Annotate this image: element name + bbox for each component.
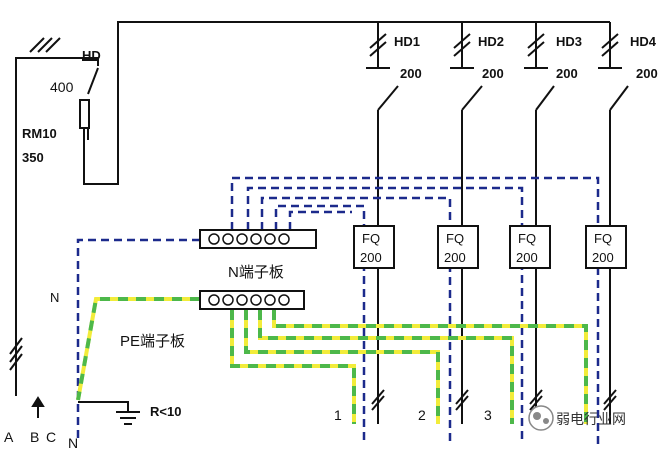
watermark: 弱电行业网 — [528, 405, 626, 431]
branch-2-switch: HD2 — [478, 34, 504, 49]
branch-3-switch: HD3 — [556, 34, 582, 49]
protector-2-name: FQ — [446, 231, 464, 246]
n-busbar — [199, 229, 317, 249]
protector-1: FQ 200 — [353, 225, 395, 269]
branch-4 — [598, 22, 629, 424]
pe-wiring — [76, 297, 588, 424]
n-busbar-label: N端子板 — [228, 263, 284, 281]
protector-4-name: FQ — [594, 231, 612, 246]
up-arrow-icon — [31, 396, 45, 418]
protector-3-name: FQ — [518, 231, 536, 246]
protector-2-rating: 200 — [444, 250, 466, 265]
branch-1 — [366, 22, 399, 424]
phase-a-label: A — [4, 429, 14, 445]
protector-3: FQ 200 — [509, 225, 551, 269]
protector-4-rating: 200 — [592, 250, 614, 265]
protector-4: FQ 200 — [585, 225, 627, 269]
branch-3 — [524, 22, 555, 424]
ground-resistance-label: R<10 — [150, 404, 181, 419]
protector-3-rating: 200 — [516, 250, 538, 265]
pe-busbar — [199, 290, 305, 310]
branch-4-switch: HD4 — [630, 34, 657, 49]
circuit-number-3: 3 — [484, 407, 492, 423]
main-switch-rating: 400 — [50, 79, 74, 95]
n-bottom-label: N — [68, 435, 78, 451]
fuse-rating: 350 — [22, 150, 44, 165]
circuit-number-2: 2 — [418, 407, 426, 423]
fuse-symbol — [79, 99, 90, 129]
branch-2-rating: 200 — [482, 66, 504, 81]
protector-1-name: FQ — [362, 231, 380, 246]
branch-1-switch: HD1 — [394, 34, 420, 49]
pe-busbar-label: PE端子板 — [120, 332, 185, 350]
neutral-wiring — [76, 176, 600, 444]
n-line-label: N — [50, 290, 59, 305]
protector-1-rating: 200 — [360, 250, 382, 265]
fuse-label: RM10 — [22, 126, 57, 141]
phase-c-label: C — [46, 429, 56, 445]
main-switch-label: HD — [82, 48, 101, 63]
branch-2 — [450, 22, 483, 424]
branch-4-rating: 200 — [636, 66, 658, 81]
phase-b-label: B — [30, 429, 39, 445]
protector-2: FQ 200 — [437, 225, 479, 269]
circuit-number-1: 1 — [334, 407, 342, 423]
ground-symbol — [78, 401, 140, 425]
watermark-text: 弱电行业网 — [556, 412, 626, 428]
branch-3-rating: 200 — [556, 66, 578, 81]
branch-1-rating: 200 — [400, 66, 422, 81]
incoming-line — [9, 21, 610, 396]
